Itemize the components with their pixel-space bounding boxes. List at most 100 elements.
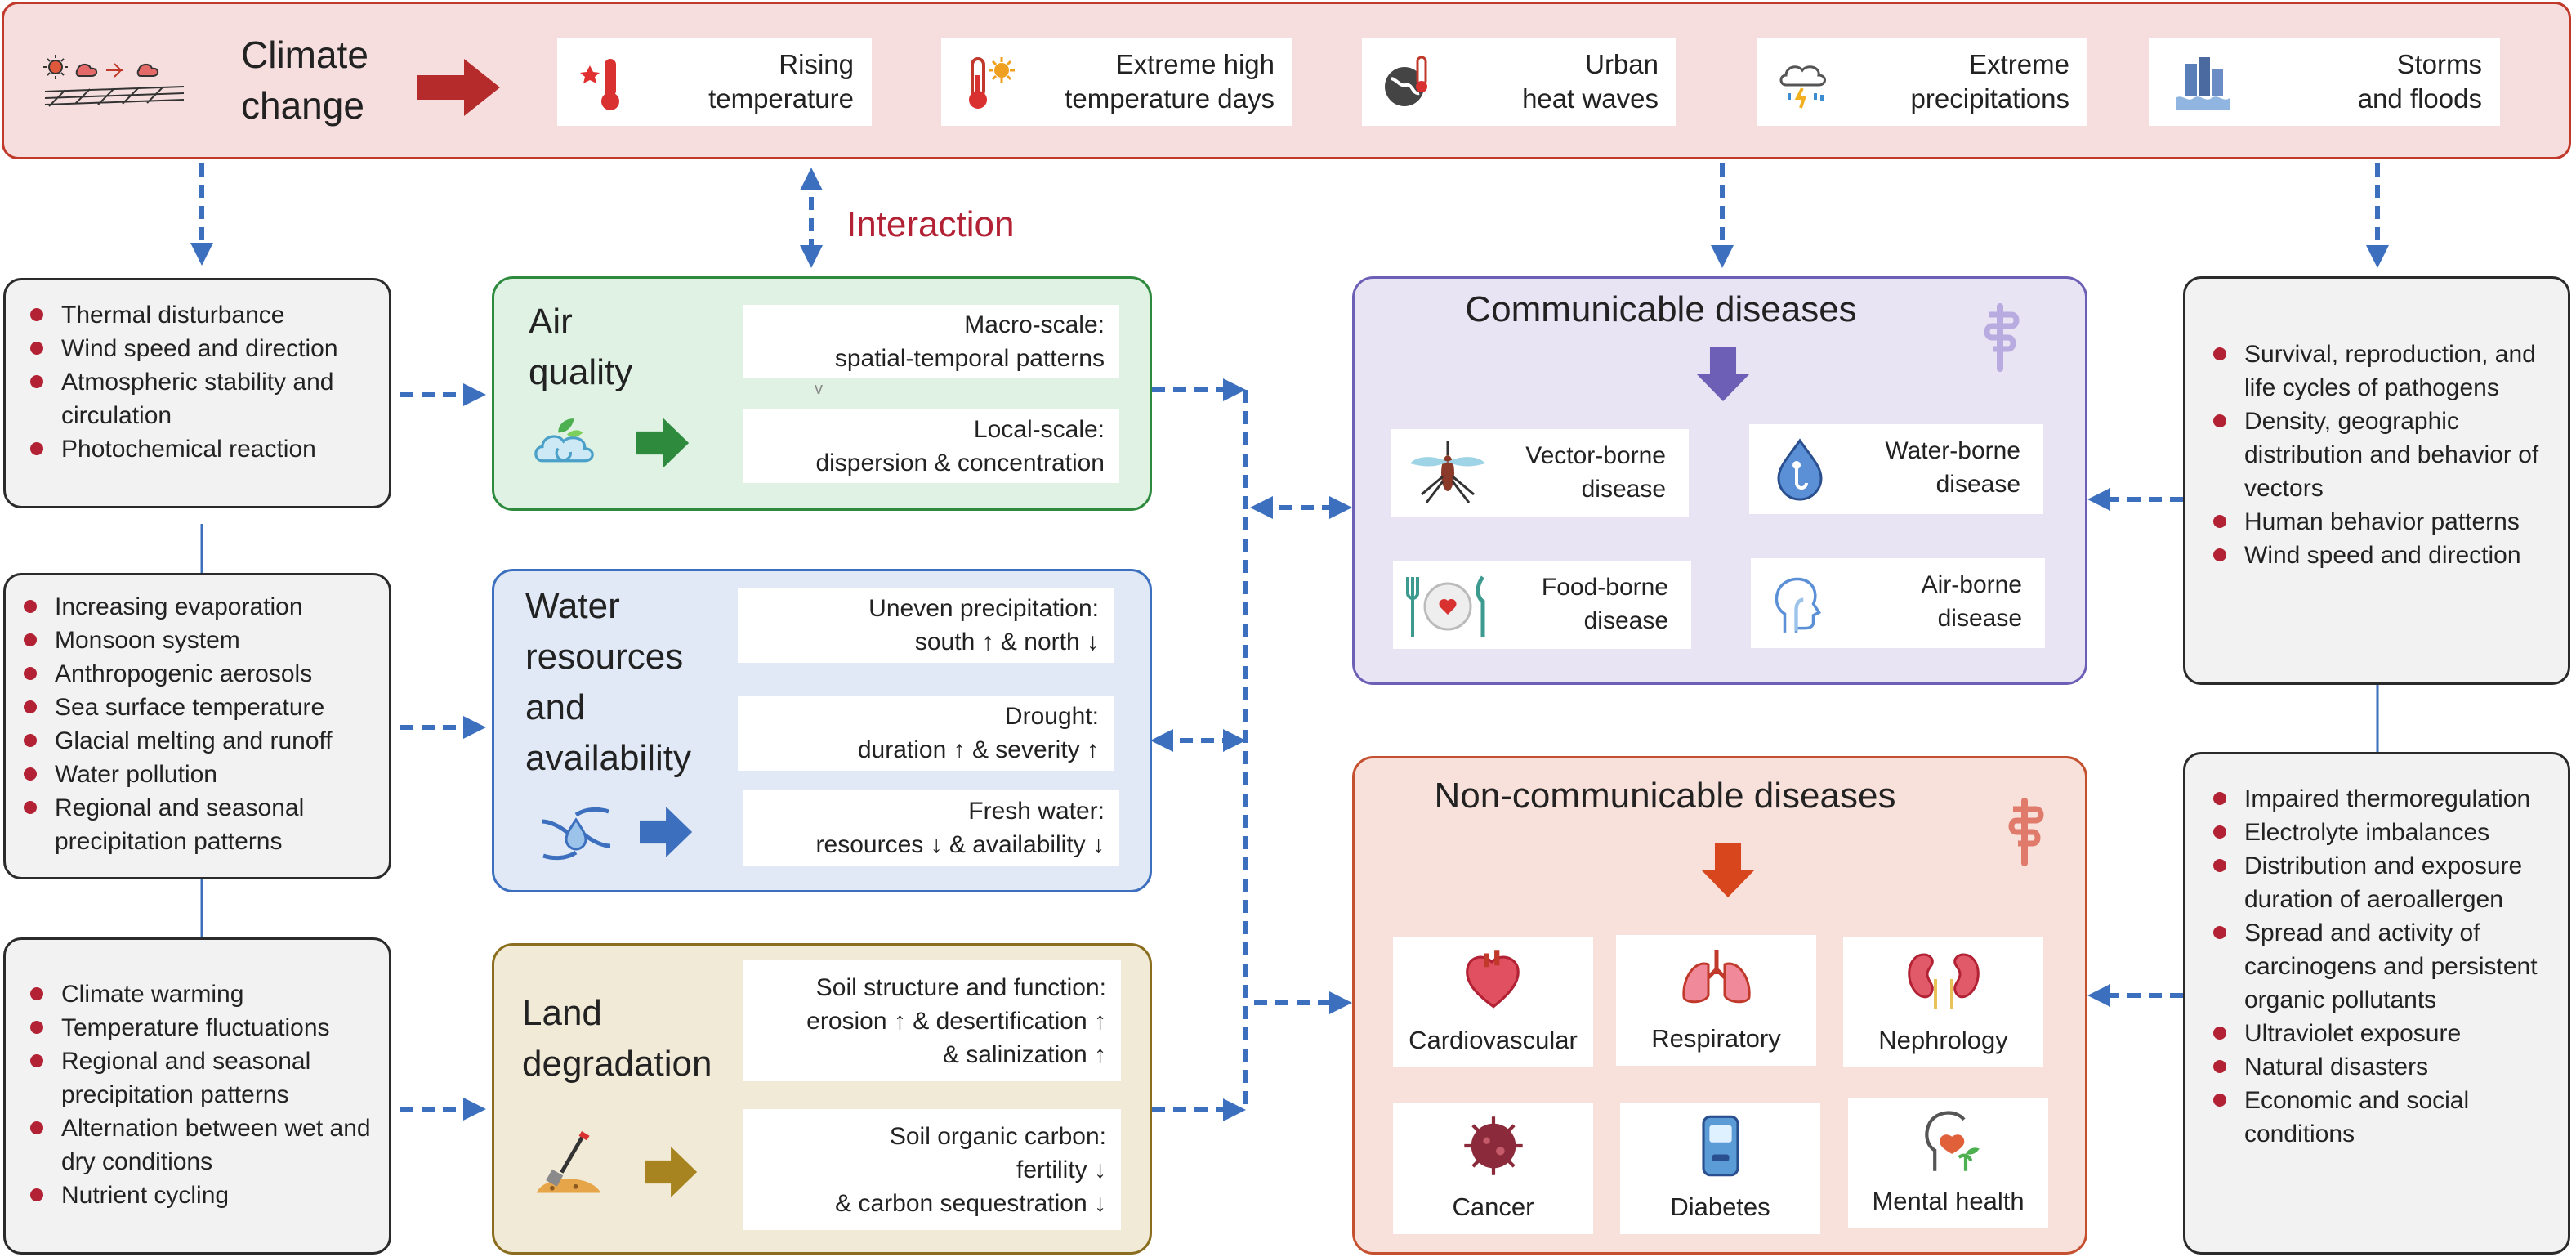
climate-change-title: Climate change	[241, 34, 368, 127]
right-arrow-icon	[636, 417, 690, 469]
water-item-fresh-water: Fresh water: resources ↓ & availability …	[743, 790, 1119, 866]
list-item: Alternation between wet and dry conditio…	[24, 1112, 371, 1179]
list-item: Spread and activity of carcinogens and p…	[2207, 916, 2550, 1017]
climate-item-rising-temperature: Rising temperature	[557, 38, 872, 126]
land-item-soil-structure: Soil structure and function: erosion ↑ &…	[743, 960, 1121, 1081]
list-item: Human behavior patterns	[2207, 505, 2550, 539]
kidneys-icon	[1907, 953, 1980, 1009]
list-item: Economic and social conditions	[2207, 1084, 2550, 1151]
water-item-drought: Drought: duration ↑ & severity ↑	[738, 696, 1114, 771]
storm-cloud-icon	[1779, 65, 1826, 109]
flooded-city-icon	[2176, 57, 2230, 110]
noncommunicable-factors-box: Impaired thermoregulation Electrolyte im…	[2183, 752, 2570, 1255]
noncommunicable-diseases-title: Non-communicable diseases	[1434, 776, 1896, 816]
disease-respiratory: Respiratory	[1616, 935, 1816, 1066]
air-item-macro-scale: Macro-scale: spatial-temporal patterns	[743, 305, 1119, 378]
communicable-factors-box: Survival, reproduction, and life cycles …	[2183, 276, 2570, 685]
air-factors-list: Thermal disturbance Wind speed and direc…	[24, 298, 371, 466]
climate-item-extreme-precipitations: Extreme precipitations	[1757, 38, 2087, 126]
list-item: Regional and seasonal precipitation patt…	[17, 791, 371, 858]
list-item: Photochemical reaction	[24, 432, 371, 466]
land-item-soil-organic-carbon: Soil organic carbon: fertility ↓ & carbo…	[743, 1109, 1121, 1230]
water-drop-icon	[1777, 438, 1823, 501]
land-degradation-title: Land degradation	[522, 993, 712, 1084]
disease-air-borne: Air-borne disease	[1751, 558, 2045, 648]
list-item: Distribution and exposure duration of ae…	[2207, 849, 2550, 916]
list-item: Thermal disturbance	[24, 298, 371, 332]
land-degradation-box: Land degradation Soil structure and func…	[492, 943, 1152, 1255]
air-factors-box: Thermal disturbance Wind speed and direc…	[3, 278, 391, 508]
down-arrow-icon	[1701, 843, 1755, 897]
list-item: Ultraviolet exposure	[2207, 1017, 2550, 1050]
medical-symbol-icon	[1984, 303, 2020, 372]
globe-thermometer-icon	[1385, 56, 1427, 106]
land-factors-box: Climate warming Temperature fluctuations…	[3, 937, 391, 1255]
disease-mental-health: Mental health	[1848, 1098, 2048, 1228]
air-quality-title: Air quality	[529, 302, 633, 392]
climate-item-label: Extreme high temperature days	[1065, 49, 1275, 114]
lungs-icon	[1681, 950, 1751, 1004]
water-resources-box: Water resources and availability Uneven …	[492, 569, 1152, 892]
weather-icons	[41, 51, 188, 116]
glucose-meter-icon	[1701, 1115, 1739, 1177]
list-item: Glacial melting and runoff	[17, 724, 371, 758]
right-arrow-icon	[645, 1146, 698, 1198]
disease-cardiovascular: Cardiovascular	[1393, 937, 1593, 1067]
climate-item-label: Extreme precipitations	[1910, 49, 2069, 114]
disease-food-borne: Food-borne disease	[1393, 561, 1691, 649]
mosquito-icon	[1410, 441, 1485, 503]
list-item: Wind speed and direction	[24, 332, 371, 365]
climate-item-label: Rising temperature	[708, 49, 854, 114]
list-item: Regional and seasonal precipitation patt…	[24, 1045, 371, 1112]
list-item: Anthropogenic aerosols	[17, 657, 371, 691]
plate-cutlery-icon	[1406, 575, 1485, 637]
list-item: Nutrient cycling	[24, 1179, 371, 1212]
disease-cancer: Cancer	[1393, 1103, 1593, 1234]
air-separator-mark: v	[815, 380, 823, 398]
climate-item-label: Storms and floods	[2357, 49, 2482, 114]
list-item: Sea surface temperature	[17, 691, 371, 724]
hot-thermometer-sun-icon	[969, 57, 1015, 109]
communicable-diseases-title: Communicable diseases	[1465, 289, 1857, 329]
air-quality-box: Air quality Macro-scale: spatial-tempora…	[492, 276, 1152, 511]
communicable-factors-list: Survival, reproduction, and life cycles …	[2207, 338, 2550, 572]
climate-item-label: Urban heat waves	[1522, 49, 1659, 114]
climate-item-extreme-high-temperature: Extreme high temperature days	[941, 38, 1292, 126]
list-item: Temperature fluctuations	[24, 1011, 371, 1045]
medical-symbol-icon	[2008, 798, 2044, 866]
climate-item-urban-heat-waves: Urban heat waves	[1362, 38, 1676, 126]
list-item: Atmospheric stability and circulation	[24, 365, 371, 432]
disease-nephrology: Nephrology	[1843, 937, 2043, 1067]
cloud-leaf-icon	[534, 418, 594, 463]
water-item-uneven-precipitation: Uneven precipitation: south ↑ & north ↓	[738, 588, 1114, 663]
down-arrow-icon	[1696, 347, 1750, 401]
disease-diabetes: Diabetes	[1620, 1103, 1820, 1234]
thermometer-icon	[580, 59, 619, 110]
interaction-label: Interaction	[846, 204, 1015, 244]
climate-item-storms-and-floods: Storms and floods	[2149, 38, 2500, 126]
water-resources-title: Water resources and availability	[525, 586, 691, 778]
heart-head-icon	[1924, 1111, 1980, 1171]
cancer-cell-icon	[1463, 1116, 1523, 1175]
list-item: Density, geographic distribution and beh…	[2207, 405, 2550, 505]
communicable-diseases-box: Communicable diseases Vector-borne disea…	[1352, 276, 2087, 685]
air-item-local-scale: Local-scale: dispersion & concentration	[743, 409, 1119, 483]
water-factors-list: Increasing evaporation Monsoon system An…	[17, 590, 371, 858]
list-item: Increasing evaporation	[17, 590, 371, 624]
noncommunicable-diseases-box: Non-communicable diseases Cardiovascular…	[1352, 756, 2087, 1255]
water-factors-box: Increasing evaporation Monsoon system An…	[3, 573, 391, 879]
noncommunicable-factors-list: Impaired thermoregulation Electrolyte im…	[2207, 782, 2550, 1151]
shovel-soil-icon	[536, 1130, 601, 1193]
list-item: Natural disasters	[2207, 1050, 2550, 1084]
disease-vector-borne: Vector-borne disease	[1391, 429, 1689, 517]
list-item: Impaired thermoregulation	[2207, 782, 2550, 816]
climate-right-arrow-icon	[417, 59, 500, 116]
list-item: Electrolyte imbalances	[2207, 816, 2550, 849]
list-item: Monsoon system	[17, 624, 371, 657]
heart-icon	[1465, 950, 1520, 1009]
hands-water-drop-icon	[541, 807, 611, 861]
list-item: Climate warming	[24, 977, 371, 1011]
head-airway-icon	[1775, 577, 1822, 633]
land-factors-list: Climate warming Temperature fluctuations…	[24, 977, 371, 1212]
